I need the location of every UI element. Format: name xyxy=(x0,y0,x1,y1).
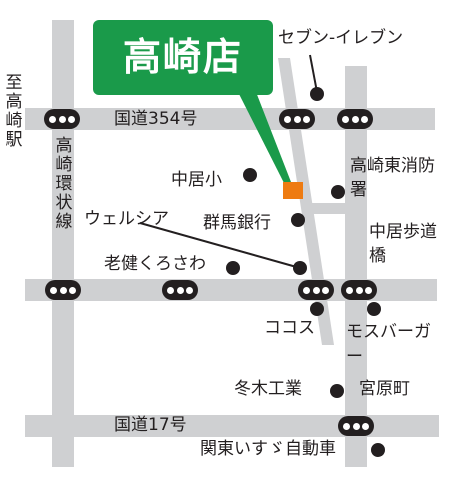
leader-seven-eleven xyxy=(309,54,318,93)
nakai-elementary-dot-icon xyxy=(243,168,257,182)
seven-eleven-label: セブン-イレブン xyxy=(278,28,404,48)
traffic-signal-icon xyxy=(341,280,377,300)
kanto-isuzu-dot-icon xyxy=(371,443,385,457)
traffic-signal-icon xyxy=(45,280,81,300)
store-callout: 高崎店 xyxy=(93,20,273,95)
road-middle-horizontal xyxy=(25,279,437,301)
cocos-dot-icon xyxy=(310,302,324,316)
miyahara-town-label: 宮原町 xyxy=(359,379,410,399)
traffic-signal-icon xyxy=(298,280,334,300)
gunma-bank-dot-icon xyxy=(291,213,305,227)
roken-kurosawa-label: 老健くろさわ xyxy=(104,254,206,274)
gunma-bank-label: 群馬銀行 xyxy=(203,213,271,233)
mos-burger-label: モスバーガー xyxy=(346,322,431,367)
road-side-street xyxy=(303,203,347,214)
road-loop-line xyxy=(52,20,74,467)
fuyuki-kogyo-label: 冬木工業 xyxy=(234,379,302,399)
cocos-label: ココス xyxy=(264,318,315,338)
traffic-signal-icon xyxy=(44,109,80,129)
nakai-footbridge-label: 中居歩道橋 xyxy=(369,222,437,266)
fire-station-dot-icon xyxy=(331,185,345,199)
nakai-elementary-label: 中居小 xyxy=(171,170,222,190)
road-east-vertical xyxy=(345,66,367,467)
store-location-marker xyxy=(283,182,303,199)
kanto-isuzu-label: 関東いすゞ自動車 xyxy=(200,439,336,459)
traffic-signal-icon xyxy=(279,109,315,129)
to-station-label: 至高崎駅 xyxy=(5,73,23,150)
store-name: 高崎店 xyxy=(122,35,243,79)
mos-burger-dot-icon xyxy=(367,302,381,316)
welcia-label: ウェルシア xyxy=(84,209,169,229)
traffic-signal-icon xyxy=(338,416,374,436)
loop-line-label: 高崎環状線 xyxy=(55,136,73,232)
callout-pointer xyxy=(238,92,291,183)
road-route17 xyxy=(25,415,439,437)
roken-kurosawa-dot-icon xyxy=(226,261,240,275)
road-diagonal xyxy=(278,58,334,345)
route17-label: 国道17号 xyxy=(114,415,187,435)
traffic-signal-icon xyxy=(162,280,198,300)
route354-label: 国道354号 xyxy=(114,109,198,129)
leader-welcia xyxy=(139,222,301,269)
traffic-signal-icon xyxy=(337,109,373,129)
fuyuki-kogyo-dot-icon xyxy=(330,384,344,398)
fire-station-label: 高崎東消防署 xyxy=(350,156,435,200)
seven-eleven-dot-icon xyxy=(310,87,324,101)
welcia-dot-icon xyxy=(293,261,307,275)
road-route354 xyxy=(25,108,435,130)
